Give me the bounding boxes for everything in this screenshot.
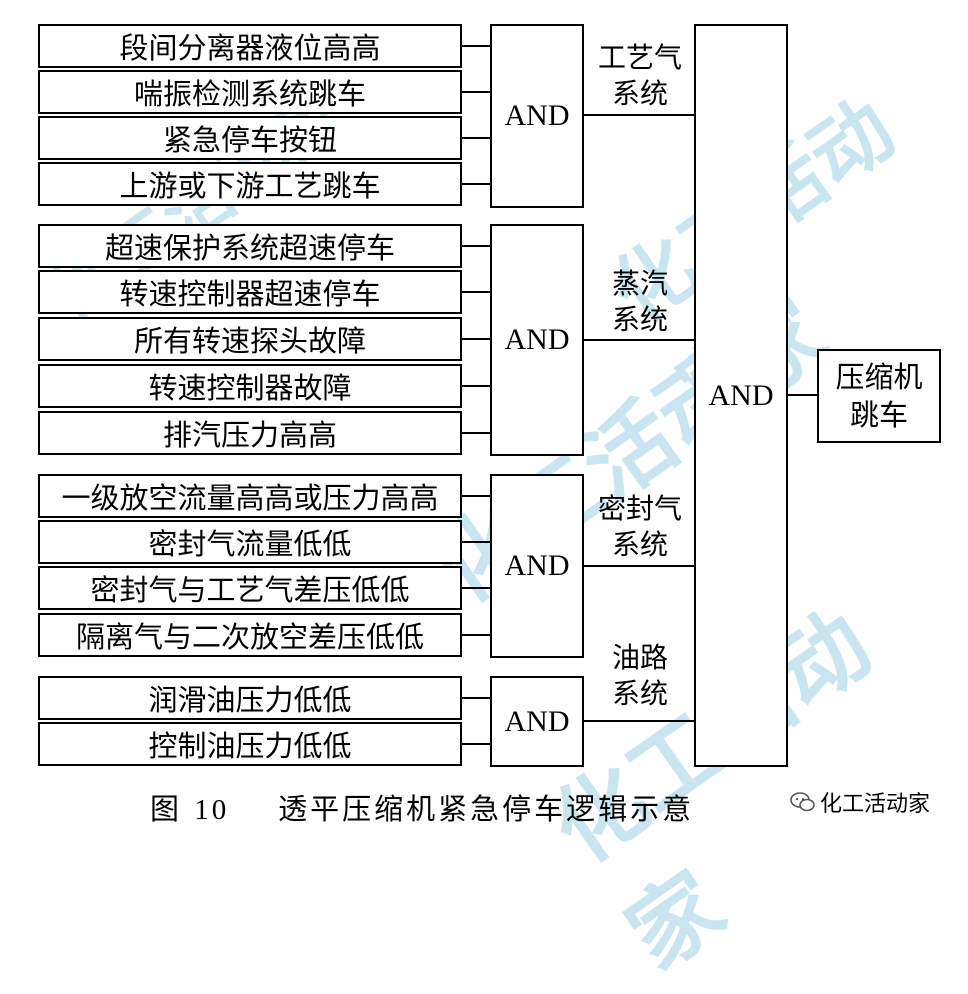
system-label-line: 系统: [611, 528, 668, 561]
input-box: 润滑油压力低低: [38, 676, 462, 720]
connector-line: [462, 338, 492, 340]
input-box: 所有转速探头故障: [38, 317, 462, 361]
input-box: 转速控制器故障: [38, 364, 462, 408]
connector-line: [462, 137, 492, 139]
connector-line: [462, 743, 492, 745]
connector-line: [462, 697, 492, 699]
system-label-oil: 油路 系统: [592, 640, 688, 712]
connector-line: [462, 45, 492, 47]
input-box: 密封气流量低低: [38, 520, 462, 564]
figure-caption: 图 10 透平压缩机紧急停车逻辑示意: [150, 786, 694, 828]
system-label-seal-gas: 密封气 系统: [592, 491, 688, 563]
connector-line: [788, 394, 818, 396]
connector-line: [584, 339, 696, 341]
connector-line: [462, 541, 492, 543]
and-gate-oil: AND: [490, 676, 584, 767]
connector-line: [584, 720, 696, 722]
connector-line: [584, 565, 696, 567]
input-box: 隔离气与二次放空差压低低: [38, 613, 462, 657]
and-gate-process-gas: AND: [490, 24, 584, 208]
connector-line: [462, 245, 492, 247]
input-box: 喘振检测系统跳车: [38, 70, 462, 114]
input-label: 上游或下游工艺跳车: [119, 169, 381, 203]
input-box: 上游或下游工艺跳车: [38, 162, 462, 206]
logic-diagram: 化工活动家 化工活动家 化工活动家 化工活动家 段间分离器液位高高 喘振检测系统…: [31, 24, 941, 990]
gate-label: AND: [504, 549, 570, 582]
connector-line: [462, 291, 492, 293]
gate-label: AND: [708, 378, 774, 412]
output-label-line: 压缩机: [835, 360, 923, 394]
gate-label: AND: [504, 99, 570, 132]
input-box: 段间分离器液位高高: [38, 24, 462, 68]
input-box: 超速保护系统超速停车: [38, 224, 462, 268]
input-label: 密封气与工艺气差压低低: [90, 573, 410, 607]
and-gate-steam: AND: [490, 224, 584, 456]
input-label: 喘振检测系统跳车: [133, 77, 366, 111]
input-label: 所有转速探头故障: [133, 324, 366, 358]
input-label: 段间分离器液位高高: [119, 31, 381, 65]
output-compressor-trip: 压缩机 跳车: [817, 349, 941, 443]
caption-title: 透平压缩机紧急停车逻辑示意: [278, 792, 695, 826]
output-label-line: 跳车: [849, 398, 908, 432]
system-label-line: 蒸汽: [611, 267, 668, 300]
input-box: 密封气与工艺气差压低低: [38, 566, 462, 610]
connector-line: [462, 385, 492, 387]
connector-line: [462, 587, 492, 589]
system-label-line: 油路: [611, 641, 668, 674]
gate-label: AND: [504, 323, 570, 356]
input-box: 控制油压力低低: [38, 722, 462, 766]
input-label: 排汽压力高高: [162, 418, 337, 452]
input-box: 转速控制器超速停车: [38, 270, 462, 314]
input-box: 紧急停车按钮: [38, 116, 462, 160]
system-label-line: 系统: [611, 677, 668, 710]
input-box: 一级放空流量高高或压力高高: [38, 474, 462, 518]
connector-line: [462, 91, 492, 93]
input-label: 控制油压力低低: [148, 729, 352, 763]
input-label: 紧急停车按钮: [162, 123, 337, 157]
and-gate-seal-gas: AND: [490, 474, 584, 658]
connector-line: [462, 634, 492, 636]
caption-number: 10: [194, 794, 230, 826]
system-label-steam: 蒸汽 系统: [592, 266, 688, 338]
caption-figure: 图: [150, 792, 183, 826]
system-label-line: 密封气: [597, 492, 682, 525]
main-and-gate: AND: [694, 24, 788, 767]
gate-label: AND: [504, 704, 570, 738]
wechat-icon: [790, 792, 815, 812]
input-label: 隔离气与二次放空差压低低: [75, 620, 424, 654]
input-label: 转速控制器超速停车: [119, 277, 381, 311]
system-label-line: 系统: [611, 303, 668, 336]
source-credit: 化工活动家: [790, 786, 930, 818]
input-label: 密封气流量低低: [148, 527, 352, 561]
connector-line: [462, 495, 492, 497]
input-label: 超速保护系统超速停车: [104, 231, 395, 265]
credit-text: 化工活动家: [820, 792, 931, 817]
connector-line: [584, 114, 696, 116]
input-box: 排汽压力高高: [38, 411, 462, 455]
input-label: 一级放空流量高高或压力高高: [61, 481, 439, 515]
input-label: 转速控制器故障: [148, 371, 352, 405]
system-label-process-gas: 工艺气 系统: [592, 40, 688, 112]
connector-line: [462, 183, 492, 185]
system-label-line: 工艺气: [597, 41, 682, 74]
connector-line: [462, 432, 492, 434]
system-label-line: 系统: [611, 77, 668, 110]
input-label: 润滑油压力低低: [148, 683, 352, 717]
